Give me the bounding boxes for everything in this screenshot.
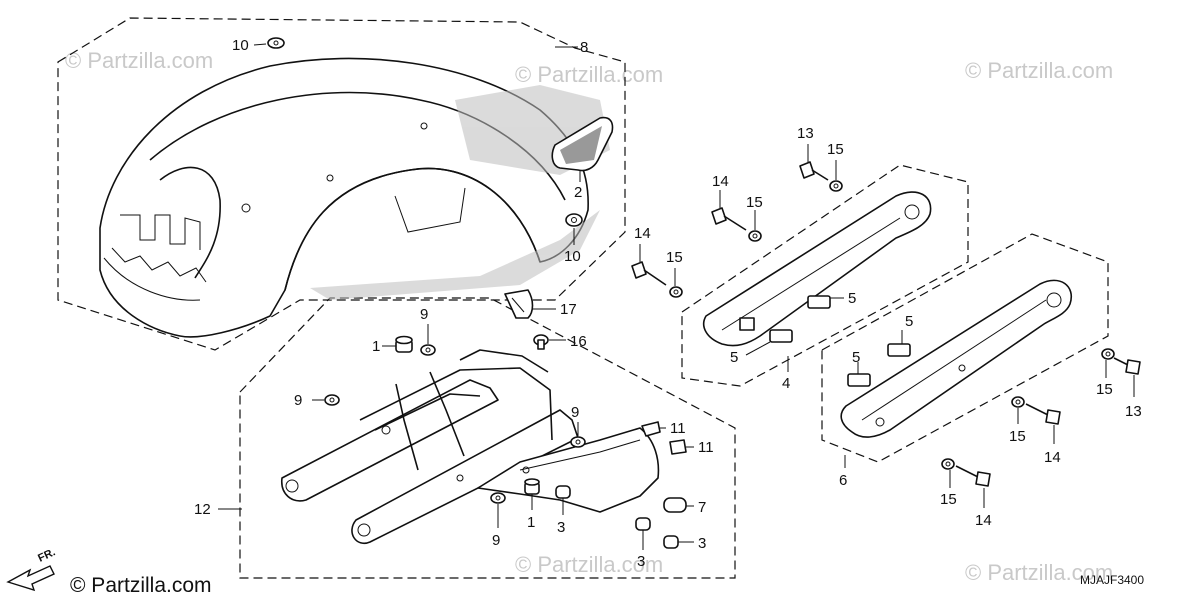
watermark: © Partzilla.com bbox=[965, 560, 1113, 585]
diagram-code: MJAJF3400 bbox=[1080, 573, 1144, 587]
cushion-3a bbox=[555, 485, 571, 499]
washer-15a bbox=[669, 286, 683, 298]
callout-5: 5 bbox=[852, 349, 860, 366]
callout-5: 5 bbox=[905, 313, 913, 330]
washer-15e bbox=[1011, 396, 1025, 408]
callout-5: 5 bbox=[848, 290, 856, 307]
cushion-1-bottom bbox=[524, 478, 540, 495]
brand-footer: © Partzilla.com bbox=[70, 574, 212, 597]
collar-9d bbox=[490, 492, 506, 504]
callout-3: 3 bbox=[557, 519, 565, 536]
callout-11: 11 bbox=[698, 439, 714, 456]
callout-3: 3 bbox=[698, 535, 706, 552]
watermark: © Partzilla.com bbox=[965, 58, 1113, 83]
callout-2: 2 bbox=[574, 184, 582, 201]
cushion-3b bbox=[635, 517, 651, 531]
bolt-14b bbox=[711, 207, 747, 231]
clip-17 bbox=[504, 289, 534, 319]
front-direction-arrow-icon: FR. bbox=[6, 546, 57, 592]
watermark: © Partzilla.com bbox=[515, 552, 663, 577]
callout-14: 14 bbox=[975, 512, 992, 529]
callout-4: 4 bbox=[782, 375, 790, 392]
callout-15: 15 bbox=[666, 249, 683, 266]
callout-15: 15 bbox=[1009, 428, 1026, 445]
left-rail-group-outline bbox=[681, 164, 969, 387]
fender-frame-group-outline bbox=[239, 297, 736, 579]
fender-frame bbox=[281, 349, 660, 545]
callout-3: 3 bbox=[637, 553, 645, 570]
collar-9c bbox=[570, 436, 586, 448]
left-rail bbox=[702, 191, 932, 347]
callout-16: 16 bbox=[570, 333, 587, 350]
rubber-5a bbox=[807, 295, 831, 309]
screw-16 bbox=[533, 334, 549, 350]
bolt-14a bbox=[631, 261, 667, 286]
callout-13: 13 bbox=[797, 125, 814, 142]
washer-15c bbox=[829, 180, 843, 192]
callout-14: 14 bbox=[634, 225, 651, 242]
right-rail-group-outline bbox=[821, 233, 1109, 463]
callout-7: 7 bbox=[698, 499, 706, 516]
callout-13: 13 bbox=[1125, 403, 1142, 420]
callout-17: 17 bbox=[560, 301, 577, 318]
leader-line bbox=[745, 341, 771, 356]
callout-9: 9 bbox=[420, 306, 428, 323]
callout-5: 5 bbox=[730, 349, 738, 366]
clip-11b bbox=[669, 439, 687, 455]
clip-11a bbox=[641, 421, 661, 437]
watermark: © Partzilla.com bbox=[65, 48, 213, 73]
callout-15: 15 bbox=[827, 141, 844, 158]
nut-10-side bbox=[565, 213, 583, 227]
rubber-5c bbox=[887, 343, 911, 357]
washer-15d bbox=[1101, 348, 1115, 360]
callout-9: 9 bbox=[294, 392, 302, 409]
callout-6: 6 bbox=[839, 472, 847, 489]
callout-11: 11 bbox=[670, 420, 686, 437]
nut-10-top bbox=[267, 37, 285, 49]
callout-15: 15 bbox=[940, 491, 957, 508]
reflector bbox=[551, 116, 614, 172]
rubber-5b bbox=[769, 329, 793, 343]
washer-15f bbox=[941, 458, 955, 470]
right-rail bbox=[840, 279, 1073, 438]
callout-9: 9 bbox=[492, 532, 500, 549]
callout-10: 10 bbox=[564, 248, 581, 265]
bolt-13b bbox=[1113, 357, 1141, 375]
callout-1: 1 bbox=[527, 514, 535, 531]
rear-fender-group-outline bbox=[57, 17, 626, 351]
callout-10: 10 bbox=[232, 37, 249, 54]
washer-15b bbox=[748, 230, 762, 242]
collar-9b bbox=[324, 394, 340, 406]
callout-14: 14 bbox=[1044, 449, 1061, 466]
bolt-14c bbox=[1025, 403, 1061, 425]
cushion-1-top bbox=[395, 335, 413, 353]
watermark: © Partzilla.com bbox=[515, 62, 663, 87]
callout-8: 8 bbox=[580, 39, 588, 56]
callout-9: 9 bbox=[571, 404, 579, 421]
leader-line bbox=[253, 43, 267, 46]
callout-15: 15 bbox=[746, 194, 763, 211]
cushion-3c bbox=[663, 535, 679, 549]
rubber-5d bbox=[847, 373, 871, 387]
rear-fender bbox=[99, 57, 610, 338]
bolt-13a bbox=[799, 161, 829, 181]
collar-9a bbox=[420, 344, 436, 356]
callout-12: 12 bbox=[194, 501, 211, 518]
callout-15: 15 bbox=[1096, 381, 1113, 398]
callout-14: 14 bbox=[712, 173, 729, 190]
direction-label: FR. bbox=[36, 546, 57, 564]
callout-1: 1 bbox=[372, 338, 380, 355]
bolt-14d bbox=[955, 465, 991, 487]
collar-7 bbox=[663, 497, 687, 513]
